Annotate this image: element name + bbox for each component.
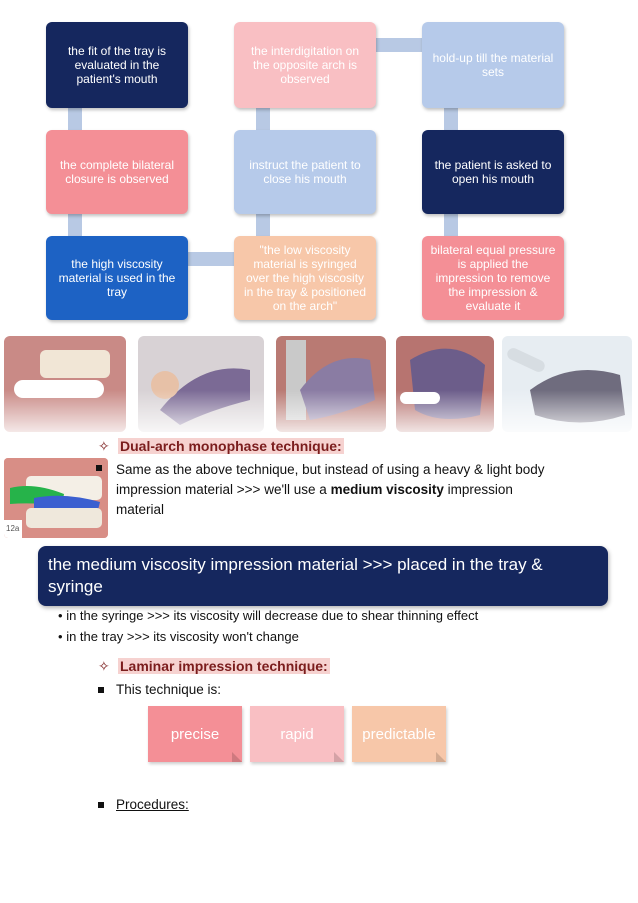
note-fold bbox=[232, 752, 242, 762]
list-item: • in the syringe >>> its viscosity will … bbox=[58, 608, 478, 623]
sticky-note: predictable bbox=[352, 706, 446, 762]
heading-text: Dual-arch monophase technique: bbox=[118, 438, 344, 454]
paragraph-bold: medium viscosity bbox=[330, 482, 444, 497]
banner: the medium viscosity impression material… bbox=[38, 546, 608, 606]
note-text: predictable bbox=[362, 725, 436, 743]
teeth-photo: 12a bbox=[4, 458, 108, 538]
note-fold bbox=[436, 752, 446, 762]
clinical-photos-illustration bbox=[0, 336, 638, 442]
flow-step: "the low viscosity material is syringed … bbox=[234, 236, 376, 320]
square-bullet-icon bbox=[98, 687, 104, 693]
laminar-intro: This technique is: bbox=[98, 680, 222, 700]
procedures-text: Procedures: bbox=[116, 797, 189, 812]
flow-step: the complete bilateral closure is observ… bbox=[46, 130, 188, 214]
note-text: precise bbox=[170, 725, 220, 743]
intro-text: This technique is: bbox=[116, 682, 222, 697]
sticky-note: precise bbox=[148, 706, 242, 762]
bullet-icon: • bbox=[58, 629, 63, 644]
connector bbox=[370, 38, 430, 52]
paragraph-text: impression material bbox=[116, 482, 513, 517]
connector bbox=[68, 205, 82, 245]
connector bbox=[256, 205, 270, 245]
note-fold bbox=[334, 752, 344, 762]
flow-step: the interdigitation on the opposite arch… bbox=[234, 22, 376, 108]
procedures-item: Procedures: bbox=[98, 795, 189, 815]
banner-text: the medium viscosity impression material… bbox=[48, 555, 543, 596]
flow-step: bilateral equal pressure is applied the … bbox=[422, 236, 564, 320]
flow-step: the patient is asked to open his mouth bbox=[422, 130, 564, 214]
figure-label: 12a bbox=[6, 524, 20, 533]
teeth-illustration bbox=[4, 458, 108, 538]
flow-step: instruct the patient to close his mouth bbox=[234, 130, 376, 214]
paragraph-text: Same as the above technique, but instead… bbox=[116, 462, 545, 497]
flow-step: hold-up till the material sets bbox=[422, 22, 564, 108]
connector bbox=[444, 205, 458, 245]
section-heading: ✧ Dual-arch monophase technique: bbox=[98, 438, 344, 455]
star-bullet-icon: ✧ bbox=[98, 658, 110, 674]
list-item-text: in the tray >>> its viscosity won't chan… bbox=[66, 629, 299, 644]
star-bullet-icon: ✧ bbox=[98, 438, 110, 454]
dual-arch-paragraph: Same as the above technique, but instead… bbox=[96, 460, 556, 520]
bullet-icon: • bbox=[58, 608, 63, 623]
photo-strip bbox=[0, 330, 638, 442]
square-bullet-icon bbox=[96, 465, 102, 471]
heading-text: Laminar impression technique: bbox=[118, 658, 330, 674]
list-item: • in the tray >>> its viscosity won't ch… bbox=[58, 629, 299, 644]
flow-step: the high viscosity material is used in t… bbox=[46, 236, 188, 320]
flow-step: the fit of the tray is evaluated in the … bbox=[46, 22, 188, 108]
connector bbox=[180, 252, 240, 266]
note-text: rapid bbox=[280, 725, 314, 743]
square-bullet-icon bbox=[98, 802, 104, 808]
sticky-note: rapid bbox=[250, 706, 344, 762]
list-item-text: in the syringe >>> its viscosity will de… bbox=[66, 608, 479, 623]
section-heading: ✧ Laminar impression technique: bbox=[98, 658, 330, 675]
flowchart: the fit of the tray is evaluated in the … bbox=[0, 0, 638, 330]
